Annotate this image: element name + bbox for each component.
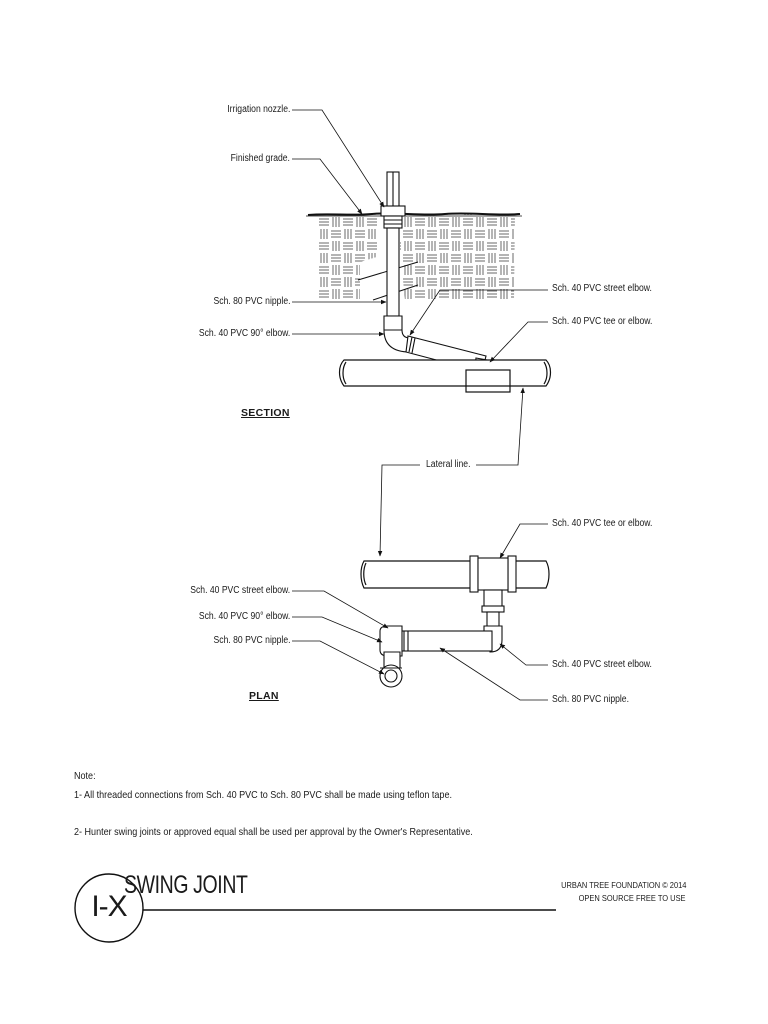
label-section-nipple: Sch. 80 PVC nipple. xyxy=(213,296,290,307)
label-section-elbow-90: Sch. 40 PVC 90° elbow. xyxy=(198,328,290,339)
section-lateral-line xyxy=(338,359,552,393)
label-section-street-elbow: Sch. 40 PVC street elbow. xyxy=(552,283,652,294)
label-plan-street-elbow-left: Sch. 40 PVC street elbow. xyxy=(190,585,290,596)
label-irrigation-nozzle: Irrigation nozzle. xyxy=(226,104,290,115)
drawing-title: SWING JOINT xyxy=(124,871,248,899)
section-view xyxy=(306,171,552,393)
heading-plan: PLAN xyxy=(249,690,279,702)
plan-tee xyxy=(469,555,517,613)
detail-id: I-X xyxy=(91,890,127,923)
plan-view xyxy=(360,555,550,688)
credit-line-1: URBAN TREE FOUNDATION © 2014 xyxy=(560,880,686,890)
plan-nipple-riser xyxy=(379,664,403,688)
note-item-1: 1- All threaded connections from Sch. 40… xyxy=(74,789,452,801)
label-plan-tee: Sch. 40 PVC tee or elbow. xyxy=(552,518,653,529)
plan-lateral-line xyxy=(360,560,550,589)
plan-leaders xyxy=(292,464,548,701)
plan-elbow-90 xyxy=(379,625,403,669)
notes-title: Note: xyxy=(74,770,96,782)
soil-hatch xyxy=(318,213,515,300)
section-nipple xyxy=(386,227,400,317)
finished-grade-line xyxy=(307,212,521,216)
label-section-tee: Sch. 40 PVC tee or elbow. xyxy=(552,316,653,327)
label-plan-elbow-90: Sch. 40 PVC 90° elbow. xyxy=(198,611,290,622)
note-item-2: 2- Hunter swing joints or approved equal… xyxy=(74,826,473,838)
section-elbow-90 xyxy=(383,315,411,353)
plan-nipple xyxy=(397,630,493,652)
label-lateral-line: Lateral line. xyxy=(426,459,471,470)
title-block-graphics xyxy=(74,873,556,943)
credit-line-2: OPEN SOURCE FREE TO USE xyxy=(579,893,686,903)
label-finished-grade: Finished grade. xyxy=(230,153,290,164)
label-plan-nipple-left: Sch. 80 PVC nipple. xyxy=(213,635,290,646)
label-plan-nipple-right: Sch. 80 PVC nipple. xyxy=(552,694,629,705)
section-leaders xyxy=(292,109,548,466)
heading-section: SECTION xyxy=(241,407,290,419)
irrigation-nozzle xyxy=(380,171,406,229)
detail-circle xyxy=(74,873,144,943)
label-plan-street-elbow-right: Sch. 40 PVC street elbow. xyxy=(552,659,652,670)
